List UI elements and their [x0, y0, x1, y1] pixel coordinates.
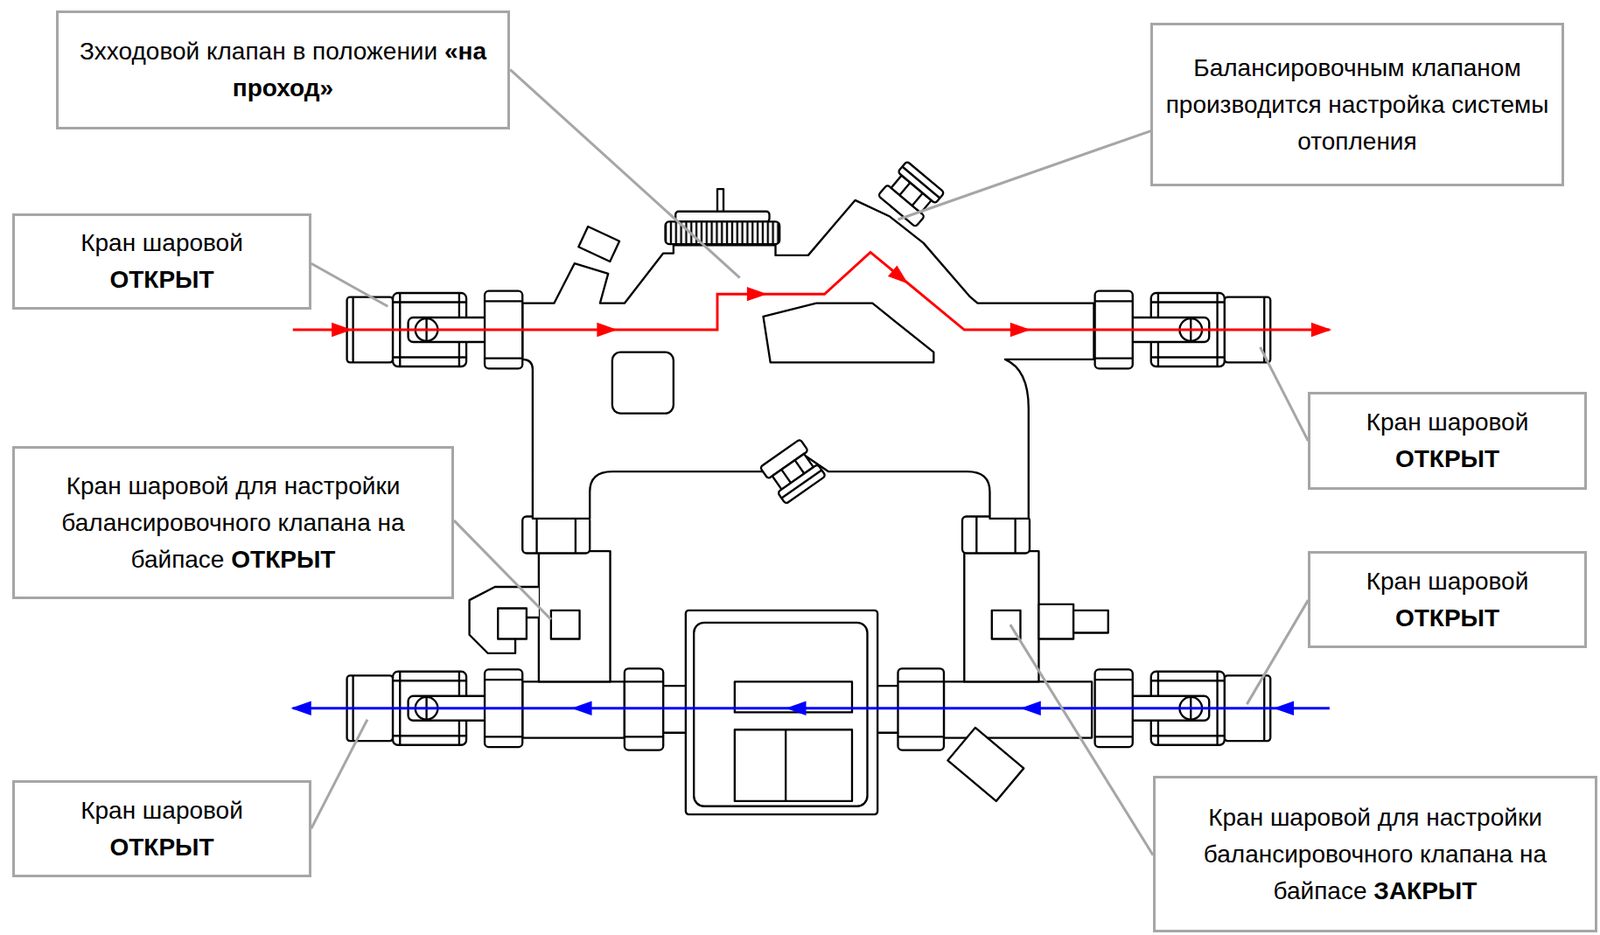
state-label: ОТКРЫТ [1366, 600, 1530, 637]
callout-text: Кран шаровой для настройки балансировочн… [27, 468, 440, 579]
return-flow [290, 701, 1329, 716]
callout-box: Кран шаровойОТКРЫТ [1307, 391, 1587, 490]
callout-box: Кран шаровой для настройки балансировочн… [1152, 775, 1598, 933]
callout-label: Зхходовой клапан в положении [79, 37, 438, 65]
callout-label: Кран шаровой [80, 792, 244, 830]
callout-box: Балансировочным клапаном производится на… [1150, 22, 1565, 187]
state-label: ОТКРЫТ [80, 829, 244, 867]
callout-text: Кран шаровой для настройки балансировочн… [1167, 799, 1583, 910]
state-label: ОТКРЫТ [80, 261, 244, 299]
supply-flow [293, 251, 1332, 337]
callout-box: Кран шаровой для настройки балансировочн… [12, 446, 455, 600]
callout-label: Кран шаровой [1366, 404, 1530, 441]
callout-text: Балансировочным клапаном производится на… [1165, 49, 1550, 161]
callout-box: Кран шаровойОТКРЫТ [12, 213, 312, 310]
state-label: ОТКРЫТ [230, 545, 336, 573]
callout-text: Кран шаровойОТКРЫТ [80, 224, 244, 299]
callout-label: Кран шаровой [80, 224, 244, 262]
leader-lines [311, 69, 1309, 856]
callout-box: Зхходовой клапан в положении«на проход» [55, 10, 511, 130]
callout-text: Кран шаровойОТКРЫТ [1366, 404, 1530, 478]
callout-box: Кран шаровойОТКРЫТ [1307, 551, 1587, 649]
valve-body [347, 160, 1272, 815]
callout-text: Зхходовой клапан в положении«на проход» [70, 33, 496, 107]
callout-text: Кран шаровойОТКРЫТ [80, 792, 244, 867]
state-label: ЗАКРЫТ [1373, 877, 1477, 905]
callout-box: Кран шаровойОТКРЫТ [12, 780, 312, 878]
callout-label: Балансировочным клапаном производится на… [1166, 54, 1550, 155]
callout-text: Кран шаровойОТКРЫТ [1366, 563, 1530, 637]
callout-label: Кран шаровой [1366, 563, 1530, 601]
state-label: ОТКРЫТ [1366, 440, 1530, 478]
